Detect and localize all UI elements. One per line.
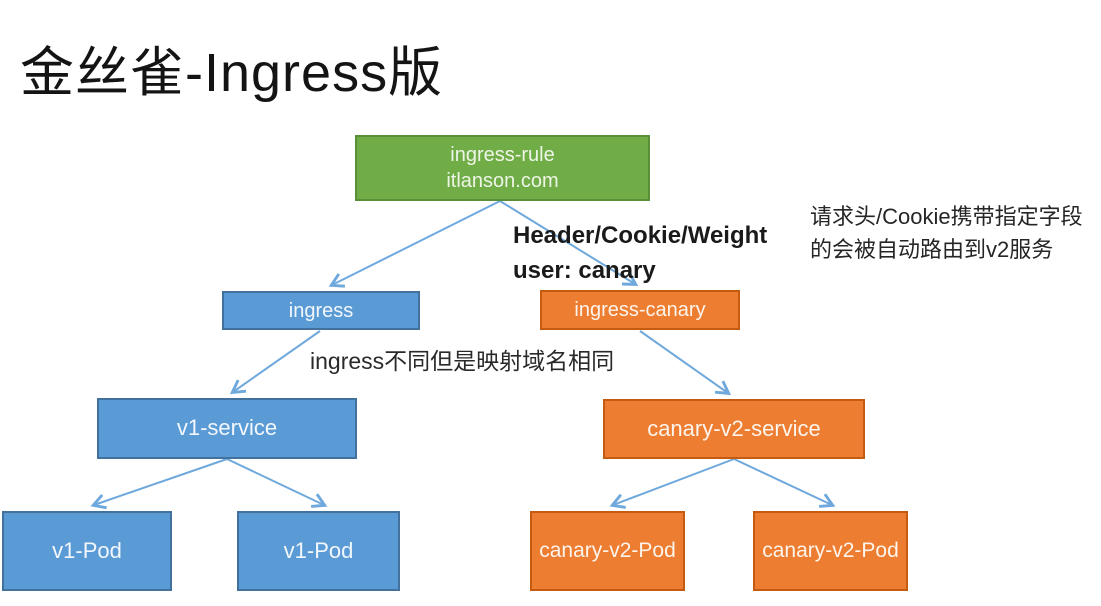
node-ingress: ingress bbox=[222, 291, 420, 330]
v1-pod-1-label: v1-Pod bbox=[52, 537, 122, 563]
connector-rule-to-ingress-canary bbox=[499, 200, 639, 286]
node-v1-service: v1-service bbox=[97, 398, 357, 459]
ingress-rule-domain: itlanson.com bbox=[446, 170, 559, 192]
connector-ingress-to-v1-service bbox=[229, 330, 321, 395]
connector-v2-service-to-pod1 bbox=[609, 458, 735, 509]
canary-v2-pod-2-label: canary-v2-Pod bbox=[762, 539, 899, 563]
routing-rule-line2: user: canary bbox=[513, 256, 656, 284]
ingress-label: ingress bbox=[288, 299, 354, 322]
node-canary-v2-service: canary-v2-service bbox=[603, 399, 865, 459]
v1-service-label: v1-service bbox=[176, 415, 278, 441]
node-v1-pod-2: v1-Pod bbox=[237, 511, 400, 591]
routing-rule-note: Header/Cookie/Weight user: canary bbox=[513, 219, 767, 289]
canary-routing-note: 请求头/Cookie携带指定字段的会被自动路由到v2服务 bbox=[810, 204, 1083, 262]
connector-v2-service-to-pod2 bbox=[733, 458, 836, 508]
canary-v2-service-label: canary-v2-service bbox=[647, 415, 821, 441]
node-ingress-rule: ingress-rule itlanson.com bbox=[355, 135, 650, 201]
connector-v1-service-to-pod1 bbox=[90, 458, 228, 510]
node-ingress-canary: ingress-canary bbox=[540, 290, 740, 330]
connector-rule-to-ingress bbox=[328, 200, 501, 288]
node-canary-v2-pod-2: canary-v2-Pod bbox=[753, 511, 908, 591]
connector-v1-service-to-pod2 bbox=[226, 458, 328, 508]
v1-pod-2-label: v1-Pod bbox=[283, 537, 354, 563]
node-canary-v2-pod-1: canary-v2-Pod bbox=[530, 511, 685, 591]
connector-ingress-canary-to-v2-service bbox=[639, 330, 732, 396]
ingress-rule-name: ingress-rule bbox=[450, 144, 555, 166]
canary-v2-pod-1-label: canary-v2-Pod bbox=[539, 539, 676, 563]
ingress-canary-label: ingress-canary bbox=[574, 299, 706, 321]
ingress-domain-note: ingress不同但是映射域名相同 bbox=[310, 348, 615, 374]
page-title: 金丝雀-Ingress版 bbox=[20, 43, 444, 103]
routing-rule-line1: Header/Cookie/Weight bbox=[513, 222, 768, 249]
node-v1-pod-1: v1-Pod bbox=[2, 511, 172, 591]
